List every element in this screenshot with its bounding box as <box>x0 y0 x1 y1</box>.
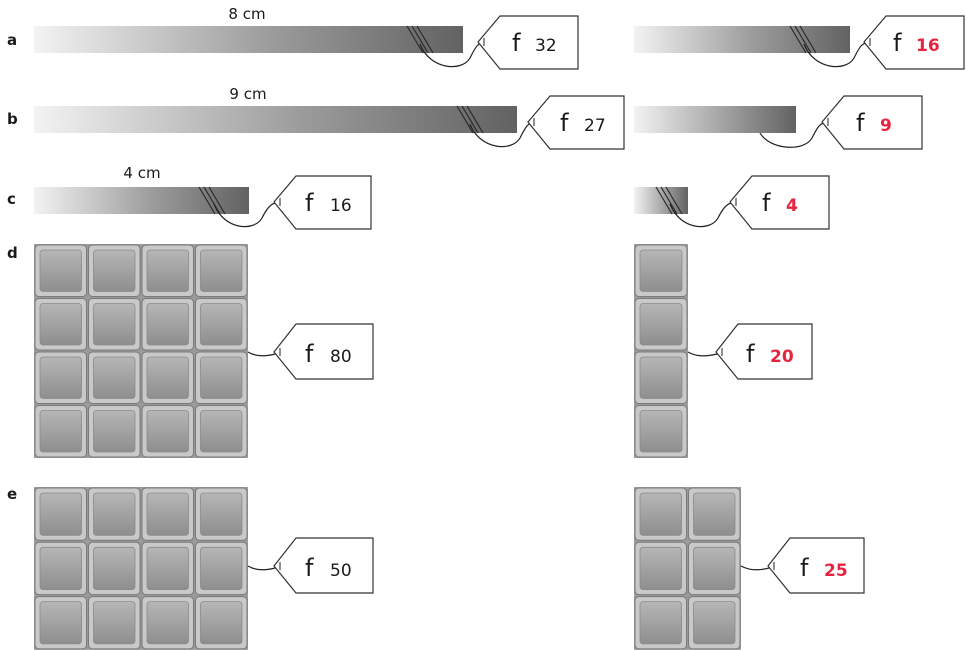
chocolate-piece-face <box>40 547 82 589</box>
chocolate-piece-face <box>40 493 82 535</box>
price-tag-a-right: f 16 <box>864 16 964 69</box>
price-tag-d-right: f 20 <box>716 324 812 379</box>
chocolate-piece-face <box>201 547 243 589</box>
currency-symbol: f <box>762 189 771 217</box>
answer-value: 25 <box>824 561 848 581</box>
chocolate-piece-face <box>94 357 136 399</box>
row-label-e: e <box>7 485 17 503</box>
chocolate-piece-face <box>201 304 243 346</box>
chocolate-piece-face <box>640 250 682 292</box>
chocolate-piece-face <box>640 357 682 399</box>
currency-symbol: f <box>305 554 314 582</box>
price-value: 50 <box>330 561 352 581</box>
currency-symbol: f <box>560 109 569 137</box>
chocolate-piece-face <box>40 250 82 292</box>
currency-symbol: f <box>512 29 521 57</box>
chocolate-piece-face <box>40 357 82 399</box>
currency-symbol: f <box>893 29 902 57</box>
chocolate-piece-face <box>201 250 243 292</box>
chocolate-piece-face <box>94 547 136 589</box>
dimension-label-b: 9 cm <box>229 85 266 103</box>
price-value: 27 <box>584 116 606 136</box>
chocolate-piece-face <box>94 602 136 644</box>
price-tag-c-left: f 16 <box>274 176 371 229</box>
chocolate-piece-face <box>147 547 189 589</box>
price-tag-b-right: f 9 <box>822 96 922 149</box>
bar-b-left <box>34 106 517 133</box>
chocolate-piece-face <box>640 493 682 535</box>
answer-value: 4 <box>786 196 798 216</box>
chocolate-piece-face <box>201 493 243 535</box>
currency-symbol: f <box>856 109 865 137</box>
chocolate-grid-e-right <box>634 487 741 650</box>
chocolate-piece-face <box>40 602 82 644</box>
price-tag-e-left: f 50 <box>274 538 373 593</box>
chocolate-piece-face <box>94 304 136 346</box>
chocolate-piece-face <box>147 411 189 453</box>
dimension-label-a: 8 cm <box>228 5 265 23</box>
chocolate-piece-face <box>201 357 243 399</box>
price-tag-d-left: f 80 <box>274 324 373 379</box>
currency-symbol: f <box>800 554 809 582</box>
chocolate-piece-face <box>147 602 189 644</box>
chocolate-piece-face <box>640 304 682 346</box>
price-tag-e-right: f 25 <box>768 538 864 593</box>
chocolate-grid-d-right <box>634 244 688 458</box>
chocolate-piece-face <box>147 357 189 399</box>
row-label-d: d <box>7 244 18 262</box>
answer-value: 9 <box>880 116 892 136</box>
row-label-b: b <box>7 110 18 128</box>
bar-c-right <box>634 187 688 214</box>
chocolate-piece-face <box>147 250 189 292</box>
currency-symbol: f <box>305 340 314 368</box>
chocolate-grid-e-left <box>34 487 248 650</box>
chocolate-piece-face <box>640 602 682 644</box>
price-tag-b-left: f 27 <box>528 96 624 149</box>
chocolate-piece-face <box>694 493 736 535</box>
bar-b-right <box>634 106 796 133</box>
dimension-label-c: 4 cm <box>123 164 160 182</box>
price-value: 16 <box>330 196 352 216</box>
price-tag-c-right: f 4 <box>730 176 829 229</box>
chocolate-piece-face <box>147 493 189 535</box>
price-value: 80 <box>330 347 352 367</box>
currency-symbol: f <box>746 340 755 368</box>
chocolate-piece-face <box>694 602 736 644</box>
chocolate-piece-face <box>640 547 682 589</box>
answer-value: 20 <box>770 347 794 367</box>
bar-a-left <box>34 26 463 53</box>
chocolate-piece-face <box>40 411 82 453</box>
price-value: 32 <box>535 36 557 56</box>
chocolate-piece-face <box>40 304 82 346</box>
chocolate-piece-face <box>94 411 136 453</box>
row-label-a: a <box>7 31 17 49</box>
bar-a-right <box>634 26 850 53</box>
chocolate-grid-d-left <box>34 244 248 458</box>
price-tag-a-left: f 32 <box>478 16 578 69</box>
chocolate-piece-face <box>694 547 736 589</box>
chocolate-piece-face <box>94 250 136 292</box>
chocolate-piece-face <box>201 602 243 644</box>
row-label-c: c <box>7 190 16 208</box>
answer-value: 16 <box>916 36 940 56</box>
chocolate-piece-face <box>640 411 682 453</box>
chocolate-piece-face <box>147 304 189 346</box>
currency-symbol: f <box>305 189 314 217</box>
chocolate-piece-face <box>94 493 136 535</box>
chocolate-piece-face <box>201 411 243 453</box>
